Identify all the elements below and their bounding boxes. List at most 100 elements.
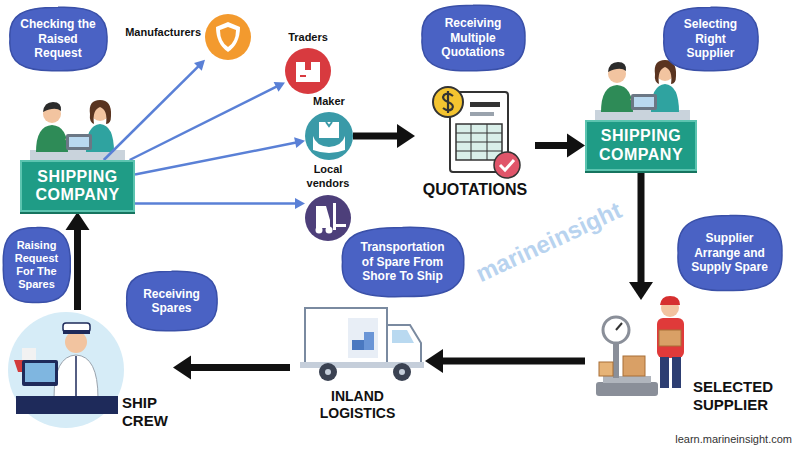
node-caption: QUOTATIONS: [415, 180, 535, 199]
arrow-head: [397, 124, 415, 148]
illustration-part: [75, 356, 77, 396]
illustration-part: [65, 331, 87, 353]
manufacturer-icon: [205, 14, 251, 60]
arrow-line: [441, 358, 585, 365]
illustration-part: [364, 332, 374, 350]
illustration-part: [623, 356, 645, 376]
quotation-node: QUOTATIONS: [415, 80, 535, 205]
bubble-text: Raising Request For The Spares: [11, 239, 63, 292]
bubble-outline: [342, 227, 464, 296]
illustration-part: [313, 136, 345, 153]
illustration-part: [25, 363, 55, 382]
illustration-part: [319, 122, 339, 138]
illustration-part: [392, 330, 414, 343]
step-bubble: Receiving Multiple Quotations: [420, 4, 526, 72]
illustration-part: [22, 360, 58, 386]
bubble-text: Supplier Arrange and Supply Spare: [689, 231, 770, 274]
illustration-part: [603, 317, 629, 343]
illustration-part: [657, 318, 684, 358]
vendor-label: Maker: [295, 95, 363, 109]
illustration-part: [595, 60, 690, 120]
illustration-part: [63, 330, 90, 334]
illustration-part: [8, 312, 124, 428]
arrow-line: [535, 142, 569, 149]
illustration-part: [216, 22, 240, 52]
arrow-line: [638, 171, 645, 284]
illustration-part: [316, 206, 330, 228]
arrow-line: [353, 133, 399, 140]
arrow-line: [104, 66, 199, 160]
arrow-line: [135, 143, 296, 175]
node-caption: INLAND LOGISTICS: [295, 388, 420, 422]
vendor-label: Manufacturers: [111, 26, 201, 40]
box-text: SHIPPING COMPANY: [26, 168, 129, 205]
illustration-part: [285, 48, 331, 94]
maker-icon: [305, 112, 353, 160]
arrow-line: [130, 86, 277, 160]
illustration-part: [30, 100, 125, 160]
illustration-part: [296, 62, 320, 82]
flow-arrow: [535, 134, 585, 158]
vendor-icon: Local vendors: [305, 195, 351, 241]
illustration-part: [660, 357, 669, 388]
illustration-part: [319, 363, 337, 381]
supplier-figure: [596, 296, 684, 396]
illustration-part: [336, 224, 346, 227]
illustration-part: [305, 195, 351, 241]
bubble-outline: [10, 7, 107, 71]
step-bubble: Receiving Spares: [125, 270, 218, 332]
truck: [300, 308, 424, 381]
illustration-part: [399, 369, 405, 375]
ship-crew-figure: [8, 312, 124, 428]
vendor-arrow: [135, 198, 305, 209]
quotation-icon: [433, 87, 520, 178]
bubble-outline: [127, 271, 217, 331]
bubble-text: Receiving Spares: [137, 287, 207, 316]
illustration-part: [326, 122, 332, 126]
illustration-part: [494, 152, 520, 178]
illustration-part: [500, 160, 514, 170]
illustration-part: [205, 14, 251, 60]
flow-arrow: [629, 171, 653, 300]
illustration-part: [672, 357, 681, 388]
vendor-arrow: [135, 137, 305, 174]
vendor-icon: Traders: [285, 48, 331, 94]
step-bubble: Raising Request For The Spares: [2, 226, 71, 304]
node-caption: SHIP CREW: [122, 394, 172, 430]
illustration-part: [596, 382, 658, 396]
flow-arrow: [353, 124, 415, 148]
illustration-part: [352, 340, 364, 350]
arrow-head: [66, 212, 90, 230]
trader-icon: [285, 48, 331, 94]
illustration-part: [16, 396, 118, 414]
company-box: SHIPPING COMPANY: [20, 160, 135, 212]
bubble-text: Checking the Raised Request: [20, 17, 96, 60]
illustration-part: [456, 124, 502, 160]
bubble-text: Selecting Right Supplier: [674, 17, 747, 60]
illustration-part: [470, 102, 500, 107]
crew-node: SHIP CREW: [8, 310, 173, 445]
illustration-part: [659, 330, 681, 346]
company-box: SHIPPING COMPANY: [585, 120, 697, 171]
vendor-label: Local vendors: [295, 163, 361, 191]
bubble-outline: [422, 5, 525, 71]
illustration-part: [599, 362, 613, 376]
arrow-line: [135, 202, 296, 205]
step-bubble: Checking the Raised Request: [8, 6, 108, 72]
illustration-part: [305, 308, 387, 365]
logistics-node: INLAND LOGISTICS: [290, 300, 425, 425]
vendor-icon: Maker: [305, 112, 353, 160]
flow-arrow: [425, 349, 585, 373]
node-caption: SELECTED SUPPLIER: [693, 378, 788, 414]
box-text: SHIPPING COMPANY: [591, 127, 691, 164]
illustration-part: [316, 227, 323, 234]
illustration-part: [326, 227, 333, 234]
illustration-part: [387, 325, 421, 365]
arrow-head: [567, 134, 585, 158]
vendor-arrow: [104, 60, 205, 160]
source-url: learn.marineinsight.com: [675, 433, 792, 445]
arrow-head: [194, 60, 205, 71]
vendor-icon: Manufacturers: [205, 14, 251, 60]
illustration-part: [470, 112, 494, 116]
step-bubble: Supplier Arrange and Supply Spare: [676, 214, 783, 292]
